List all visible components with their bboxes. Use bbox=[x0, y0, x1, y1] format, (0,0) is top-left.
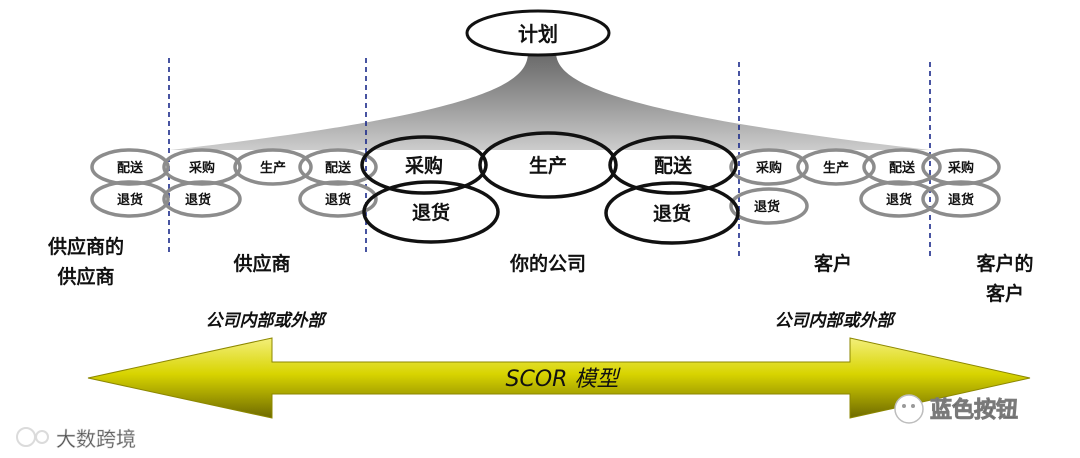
small-label-make-4: 生产 bbox=[823, 160, 849, 176]
label-internal-external-left: 公司内部或外部 bbox=[206, 311, 328, 331]
big-label-return-right: 退货 bbox=[653, 202, 691, 225]
big-ring-deliver bbox=[608, 135, 738, 195]
ring-deliver-2 bbox=[298, 148, 378, 186]
small-label-return-1: 退货 bbox=[117, 192, 143, 208]
label-supplier: 供应商 bbox=[232, 252, 290, 275]
small-label-return-4: 退货 bbox=[754, 199, 780, 215]
small-label-return-2: 退货 bbox=[185, 192, 211, 208]
ring-deliver-4 bbox=[862, 148, 942, 186]
small-label-make-2: 生产 bbox=[260, 160, 286, 176]
scor-arrow-label: SCOR 模型 bbox=[506, 367, 622, 392]
ring-make-4 bbox=[796, 148, 876, 186]
plan-ellipse bbox=[465, 9, 611, 57]
watermark-left-icon bbox=[16, 427, 36, 447]
ring-source-4 bbox=[729, 148, 809, 186]
label-customers-customer-1: 客户的 bbox=[976, 252, 1033, 275]
ring-deliver-1 bbox=[90, 148, 170, 186]
big-ring-source bbox=[360, 135, 488, 195]
small-ring-labels: 配送 退货 采购 退货 生产 配送 退货 采购 退货 生产 配送 退货 采购 退… bbox=[117, 160, 974, 215]
label-internal-external-right: 公司内部或外部 bbox=[775, 311, 897, 331]
ring-return-2b bbox=[298, 180, 378, 218]
ring-source-5 bbox=[921, 148, 1001, 186]
ring-source-2 bbox=[162, 148, 242, 186]
small-label-source-4: 采购 bbox=[755, 160, 782, 176]
label-customers-customer-2: 客户 bbox=[986, 282, 1024, 305]
big-rings bbox=[360, 131, 740, 245]
big-label-make: 生产 bbox=[529, 154, 567, 177]
big-ring-labels: 采购 生产 配送 退货 退货 bbox=[405, 154, 693, 225]
small-label-deliver-2: 配送 bbox=[325, 160, 352, 176]
small-label-deliver-4: 配送 bbox=[889, 160, 916, 176]
wechat-icon bbox=[894, 394, 924, 424]
ring-return-5 bbox=[921, 180, 1001, 218]
big-label-deliver: 配送 bbox=[654, 154, 693, 177]
label-suppliers-supplier-2: 供应商 bbox=[56, 265, 114, 288]
small-label-return-2b: 退货 bbox=[325, 192, 351, 208]
small-label-return-4b: 退货 bbox=[886, 192, 912, 208]
label-customer: 客户 bbox=[814, 252, 852, 275]
watermark-left: 大数跨境 bbox=[16, 427, 136, 451]
big-ring-return-right bbox=[604, 181, 740, 245]
ring-return-4 bbox=[729, 187, 809, 225]
small-label-deliver-1: 配送 bbox=[117, 160, 144, 176]
watermark-right-text: 蓝色按钮 bbox=[930, 397, 1018, 423]
scor-arrow bbox=[87, 337, 1031, 419]
internal-external-labels: 公司内部或外部 公司内部或外部 bbox=[206, 311, 897, 331]
entity-labels: 供应商的 供应商 供应商 你的公司 客户 客户的 客户 bbox=[47, 235, 1034, 305]
small-label-source-2: 采购 bbox=[188, 160, 215, 176]
small-rings bbox=[90, 148, 1001, 225]
big-ring-return-left bbox=[362, 180, 500, 244]
label-your-company: 你的公司 bbox=[509, 252, 586, 275]
big-label-source: 采购 bbox=[405, 154, 443, 177]
watermark-right: 蓝色按钮 bbox=[894, 394, 1018, 424]
plan-label: 计划 bbox=[518, 22, 558, 46]
ring-return-1 bbox=[90, 180, 170, 218]
label-suppliers-supplier-1: 供应商的 bbox=[47, 235, 124, 258]
small-label-return-5: 退货 bbox=[948, 192, 974, 208]
big-ring-make bbox=[478, 131, 618, 199]
big-label-return-left: 退货 bbox=[412, 201, 450, 224]
ring-return-4b bbox=[859, 180, 939, 218]
ring-make-2 bbox=[233, 148, 313, 186]
watermark-left-text: 大数跨境 bbox=[56, 427, 136, 451]
plan-cone bbox=[170, 52, 930, 150]
ring-return-2 bbox=[162, 180, 242, 218]
small-label-source-5: 采购 bbox=[947, 160, 974, 176]
